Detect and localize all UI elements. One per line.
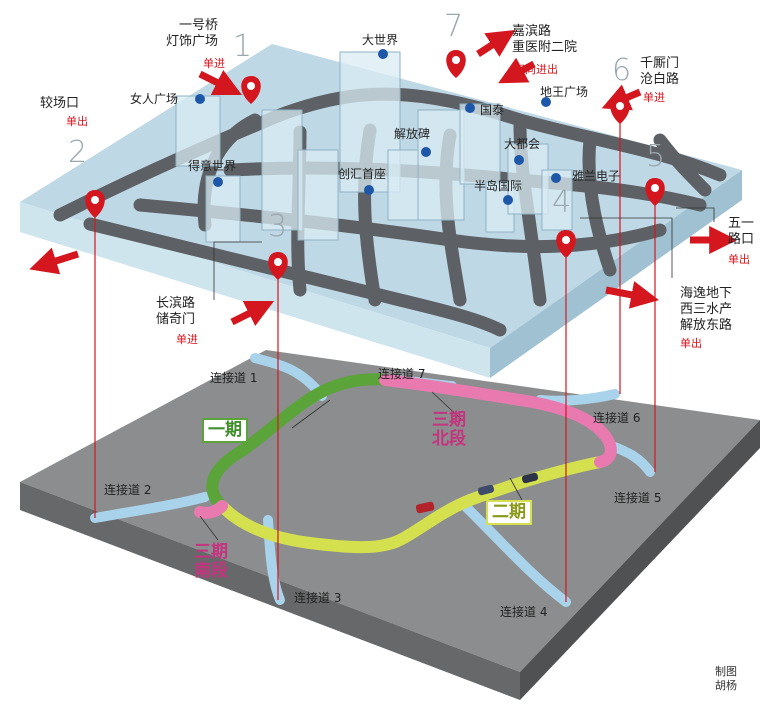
entrance-7-label: 嘉滨路 重医附二院 xyxy=(512,24,578,55)
connector-label: 连接道 4 xyxy=(500,605,548,619)
entrance-6-label: 千厮门 沧白路 xyxy=(640,56,680,87)
entrance-4-number: 4 xyxy=(552,185,572,220)
connector-label: 连接道 1 xyxy=(210,371,258,385)
entrance-3-direction: 单进 xyxy=(176,333,198,346)
buildings xyxy=(175,51,573,243)
pin-4 xyxy=(556,230,576,258)
landmark-label: 半岛国际 xyxy=(474,179,523,193)
entrance-6-number: 6 xyxy=(612,53,632,88)
entrance-2-label: 较场口 xyxy=(40,96,80,111)
phase2-segment xyxy=(216,456,606,554)
pin-1 xyxy=(241,76,261,104)
entrance-1-direction: 单进 xyxy=(203,57,225,70)
entrance-7-direction: 双向进出 xyxy=(514,63,558,76)
entrance-4-label: 海逸地下 西三水产 解放东路 xyxy=(680,286,733,333)
landmark-label: 大世界 xyxy=(362,33,399,47)
landmark-label: 地王广场 xyxy=(540,85,589,99)
entrance-1-label: 一号桥 灯饰广场 xyxy=(166,18,219,49)
pin-3 xyxy=(268,252,288,280)
pins xyxy=(85,50,665,280)
car-red xyxy=(415,501,435,514)
loop-tunnel xyxy=(194,373,617,554)
pin-5 xyxy=(645,178,665,206)
landmark-label: 创汇首座 xyxy=(338,167,387,181)
arrow-1 xyxy=(198,69,243,96)
entrance-4-direction: 单出 xyxy=(680,337,702,350)
arrow-3 xyxy=(230,300,275,327)
landmark-label: 女人广场 xyxy=(130,92,179,106)
connector-4-path xyxy=(457,498,571,607)
credit: 制图 胡杨 xyxy=(715,665,737,692)
entrance-5-label: 五一 路口 xyxy=(728,216,755,247)
landmark-label: 解放碑 xyxy=(394,127,431,141)
car-dark-1 xyxy=(477,484,495,496)
phase3-south-label: 三期 南段 xyxy=(194,542,228,581)
pin-7 xyxy=(446,50,466,78)
phase3-north-label: 三期 北段 xyxy=(432,410,466,449)
landmark-label: 国泰 xyxy=(480,103,505,117)
arrow-7b xyxy=(498,57,536,84)
link-lines xyxy=(94,118,656,602)
landmark-dots xyxy=(195,49,561,205)
connector-label: 连接道 2 xyxy=(104,483,152,497)
entrance-3-label: 长滨路 储奇门 xyxy=(156,296,196,327)
phase2-label: 二期 xyxy=(486,500,532,525)
car-dark-2 xyxy=(521,472,539,484)
connector-2-path xyxy=(90,492,210,523)
landmark-label: 得意世界 xyxy=(188,159,237,173)
landmark-label: 大都会 xyxy=(504,137,541,151)
phase3-south-segment xyxy=(194,500,228,519)
entrance-2-number: 2 xyxy=(68,135,88,170)
phase1-label: 一期 xyxy=(202,418,248,443)
pin-6 xyxy=(610,96,630,124)
entrance-3-number: 3 xyxy=(268,209,288,244)
phase1-segment xyxy=(206,373,391,512)
landmark-label: 雅兰电子 xyxy=(572,169,621,183)
underground-base xyxy=(20,350,760,700)
entrance-2-direction: 单出 xyxy=(66,115,88,128)
leader-lines xyxy=(199,207,715,541)
connector-label: 连接道 7 xyxy=(378,367,426,381)
pin-2 xyxy=(85,190,105,218)
entrance-7-number: 7 xyxy=(444,9,464,44)
cars xyxy=(415,472,539,514)
arrow-4 xyxy=(605,281,660,309)
connector-1-path xyxy=(250,353,327,401)
entrance-1-number: 1 xyxy=(233,29,253,64)
entrance-6-direction: 单进 xyxy=(643,91,665,104)
entrance-5-direction: 单出 xyxy=(728,253,750,266)
connector-label: 连接道 5 xyxy=(614,491,662,505)
entrance-5-number: 5 xyxy=(646,139,666,174)
connector-label: 连接道 3 xyxy=(294,591,342,605)
arrow-7a xyxy=(476,29,516,57)
arrow-2 xyxy=(29,247,80,275)
connector-label: 连接道 6 xyxy=(593,411,641,425)
phase3-north-segment xyxy=(379,374,617,468)
